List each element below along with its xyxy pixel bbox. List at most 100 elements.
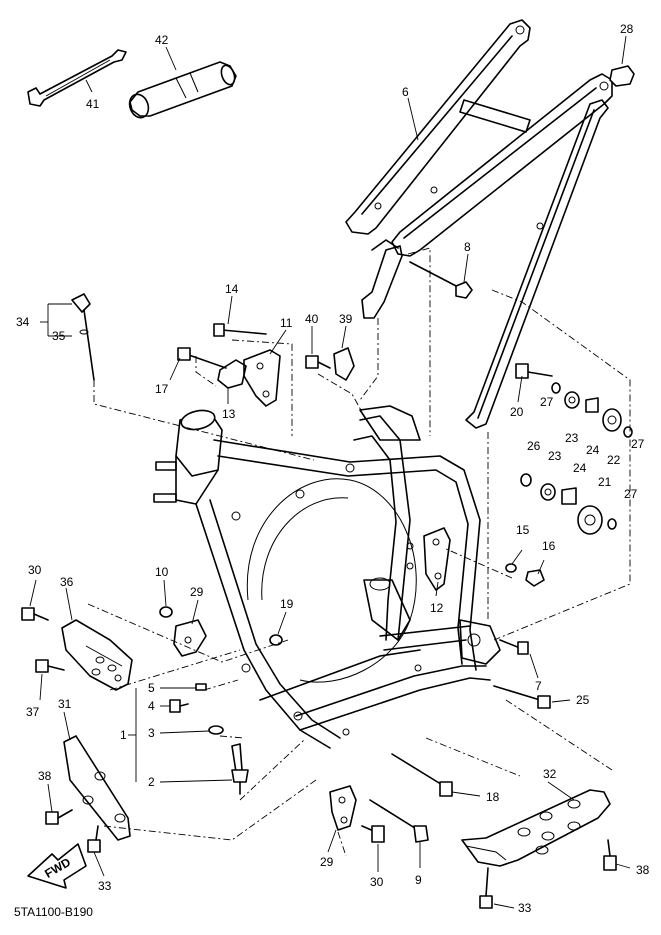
bracket-11 <box>243 349 281 407</box>
bolt-37 <box>35 659 65 673</box>
washer-27b <box>623 426 633 438</box>
callout-8: 8 <box>464 240 471 254</box>
callout-35: 35 <box>52 329 66 343</box>
callout-7: 7 <box>535 679 542 693</box>
callout-21: 21 <box>598 475 612 489</box>
washer-3 <box>208 725 224 735</box>
callout-24a: 24 <box>586 443 600 457</box>
callout-25: 25 <box>576 693 590 707</box>
bolt-38b <box>603 839 617 871</box>
guard-36 <box>61 619 133 691</box>
callout-4: 4 <box>148 699 155 713</box>
callout-16: 16 <box>542 539 556 553</box>
callout-5: 5 <box>148 681 155 695</box>
callout-23b: 23 <box>548 449 562 463</box>
bolt-20 <box>515 363 553 379</box>
bolt-38a <box>45 809 73 825</box>
collar-24b <box>561 487 577 505</box>
bolt-7 <box>499 639 529 655</box>
bracket-39 <box>333 347 355 381</box>
bolt-33a <box>87 825 101 853</box>
callout-28: 28 <box>620 22 634 36</box>
callout-18: 18 <box>486 790 500 804</box>
bolt-30a <box>21 607 49 621</box>
socket-wrench-42 <box>128 61 237 119</box>
callout-labels: 41 42 6 28 8 34 35 14 11 40 39 17 13 20 … <box>16 22 650 915</box>
sidestand-bolt-2 <box>231 743 249 795</box>
bolt-30b <box>361 825 385 843</box>
bolt-17 <box>177 347 227 369</box>
callout-12: 12 <box>430 601 444 615</box>
bracket-13 <box>217 359 247 389</box>
main-frame <box>153 405 501 749</box>
collar-24a <box>585 397 599 413</box>
callout-11: 11 <box>280 316 293 330</box>
washer-10 <box>159 606 173 618</box>
callout-3: 3 <box>148 726 155 740</box>
callout-33a: 33 <box>98 879 112 893</box>
skid-plate-32 <box>461 789 611 867</box>
callout-30a: 30 <box>28 563 42 577</box>
diagram-code: 5TA1100-B190 <box>14 905 93 919</box>
bolt-8 <box>409 261 473 299</box>
nut-19 <box>269 634 283 646</box>
rear-subframe-6 <box>345 19 613 429</box>
callout-24b: 24 <box>573 461 587 475</box>
bolt-18 <box>391 753 453 797</box>
screw-4 <box>169 699 189 713</box>
callout-29b: 29 <box>320 855 334 869</box>
callout-33b: 33 <box>518 901 532 915</box>
washer-27c <box>607 518 617 530</box>
callout-22: 22 <box>607 453 621 467</box>
callout-34: 34 <box>16 315 30 329</box>
bushing-23b <box>540 483 556 501</box>
callout-38b: 38 <box>636 863 650 877</box>
callout-1: 1 <box>120 728 127 742</box>
bolt-33b <box>479 867 493 909</box>
fwd-direction-badge: FWD <box>27 843 87 889</box>
bolt-40 <box>305 355 331 369</box>
callout-9: 9 <box>415 873 422 887</box>
dipstick-34 <box>71 293 95 381</box>
callout-6: 6 <box>402 85 409 99</box>
washer-15 <box>505 563 517 573</box>
callout-10: 10 <box>155 565 169 579</box>
plate-31 <box>63 735 131 841</box>
bushing-22 <box>602 408 622 432</box>
bracket-29a <box>173 619 207 657</box>
callout-29a: 29 <box>190 585 204 599</box>
bracket-29b <box>329 785 357 831</box>
callout-36: 36 <box>60 575 74 589</box>
assembly-guide-lines <box>87 247 631 857</box>
bolt-14 <box>213 323 267 337</box>
washer-26 <box>520 473 532 487</box>
callout-30b: 30 <box>370 875 384 889</box>
callout-40: 40 <box>305 312 319 326</box>
callout-20: 20 <box>510 405 524 419</box>
clip-5 <box>195 683 207 691</box>
callout-17: 17 <box>155 382 169 396</box>
callout-39: 39 <box>339 312 353 326</box>
callout-26: 26 <box>527 439 541 453</box>
nut-16 <box>525 569 545 587</box>
callout-27b: 27 <box>631 437 645 451</box>
spanner-wrench-41 <box>27 49 127 107</box>
engine-bracket-12 <box>423 527 451 591</box>
callout-27a: 27 <box>540 395 554 409</box>
callout-2: 2 <box>148 775 155 789</box>
callout-38a: 38 <box>38 769 52 783</box>
callout-leader-lines <box>29 35 631 909</box>
callout-42: 42 <box>155 33 169 47</box>
callout-27c: 27 <box>624 487 638 501</box>
callout-13: 13 <box>222 407 236 421</box>
bushing-23a <box>564 391 580 409</box>
callout-32: 32 <box>543 767 557 781</box>
callout-15: 15 <box>516 523 530 537</box>
callout-23a: 23 <box>565 431 579 445</box>
callout-37: 37 <box>26 705 40 719</box>
clip-28 <box>609 65 635 87</box>
callout-41: 41 <box>86 97 100 111</box>
bushing-21 <box>577 505 603 535</box>
washer-27a <box>551 382 561 394</box>
